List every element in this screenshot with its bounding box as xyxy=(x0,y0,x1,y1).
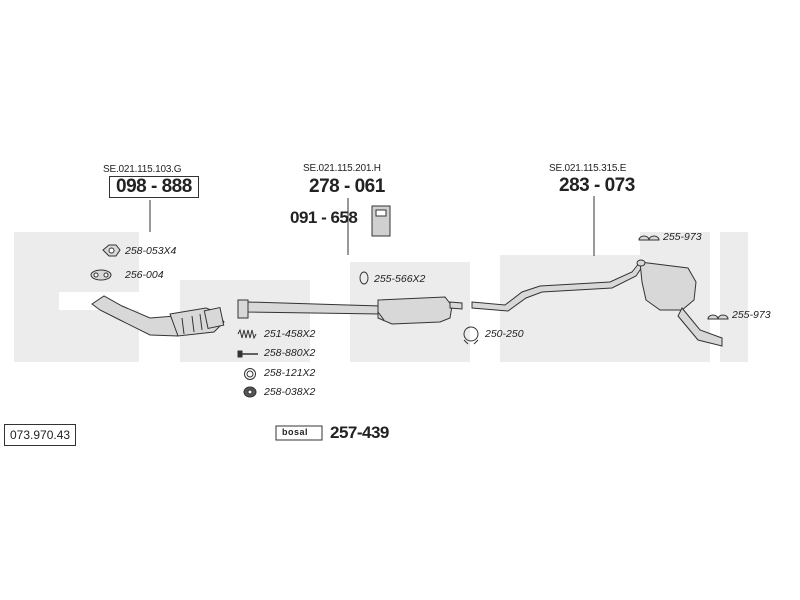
leader-lines xyxy=(149,196,595,256)
clamp-mid-icon xyxy=(359,271,369,285)
oe-ref-rear: SE.021.115.315.E xyxy=(549,163,627,174)
bolt-label: 258-880X2 xyxy=(264,347,316,359)
part-number-front: 098 - 888 xyxy=(109,176,199,198)
bolt-icon xyxy=(237,350,258,358)
hanger-top-icon xyxy=(638,235,660,241)
bracket-part-number: 091 - 658 xyxy=(290,208,358,227)
part-number-centre: 278 - 061 xyxy=(309,176,385,197)
catalog-number: 073.970.43 xyxy=(4,424,77,446)
clamp-connector-icon xyxy=(463,326,479,345)
hanger-right-icon xyxy=(707,314,729,320)
spring-icon xyxy=(237,328,257,340)
clamp-mid-label: 255-566X2 xyxy=(374,273,426,285)
nut2-label: 258-038X2 xyxy=(264,386,316,398)
bracket-shape xyxy=(371,205,391,237)
centre-pipe-silencer xyxy=(237,296,463,325)
ring-label: 258-121X2 xyxy=(264,367,316,379)
hanger-top-label: 255-973 xyxy=(663,231,702,243)
gasket-label: 256-004 xyxy=(125,269,164,281)
oe-ref-front: SE.021.115.103.G xyxy=(103,164,182,175)
nut-label: 258-053X4 xyxy=(125,245,177,257)
nut-icon xyxy=(243,386,257,398)
gasket-icon xyxy=(90,269,112,281)
hanger-right-label: 255-973 xyxy=(732,309,771,321)
front-pipe-catalyst xyxy=(91,295,225,337)
clamp-connector-label: 250-250 xyxy=(485,328,524,340)
kit-box xyxy=(275,425,323,441)
kit-part-number: 257-439 xyxy=(330,423,389,442)
ring-icon xyxy=(244,368,256,380)
hex-nut-icon xyxy=(102,244,121,257)
part-number-rear: 283 - 073 xyxy=(559,175,635,196)
kit-logo: bosal xyxy=(282,427,309,437)
rear-pipe-silencer xyxy=(471,259,723,347)
spring-label: 251-458X2 xyxy=(264,328,316,340)
oe-ref-centre: SE.021.115.201.H xyxy=(303,163,381,174)
